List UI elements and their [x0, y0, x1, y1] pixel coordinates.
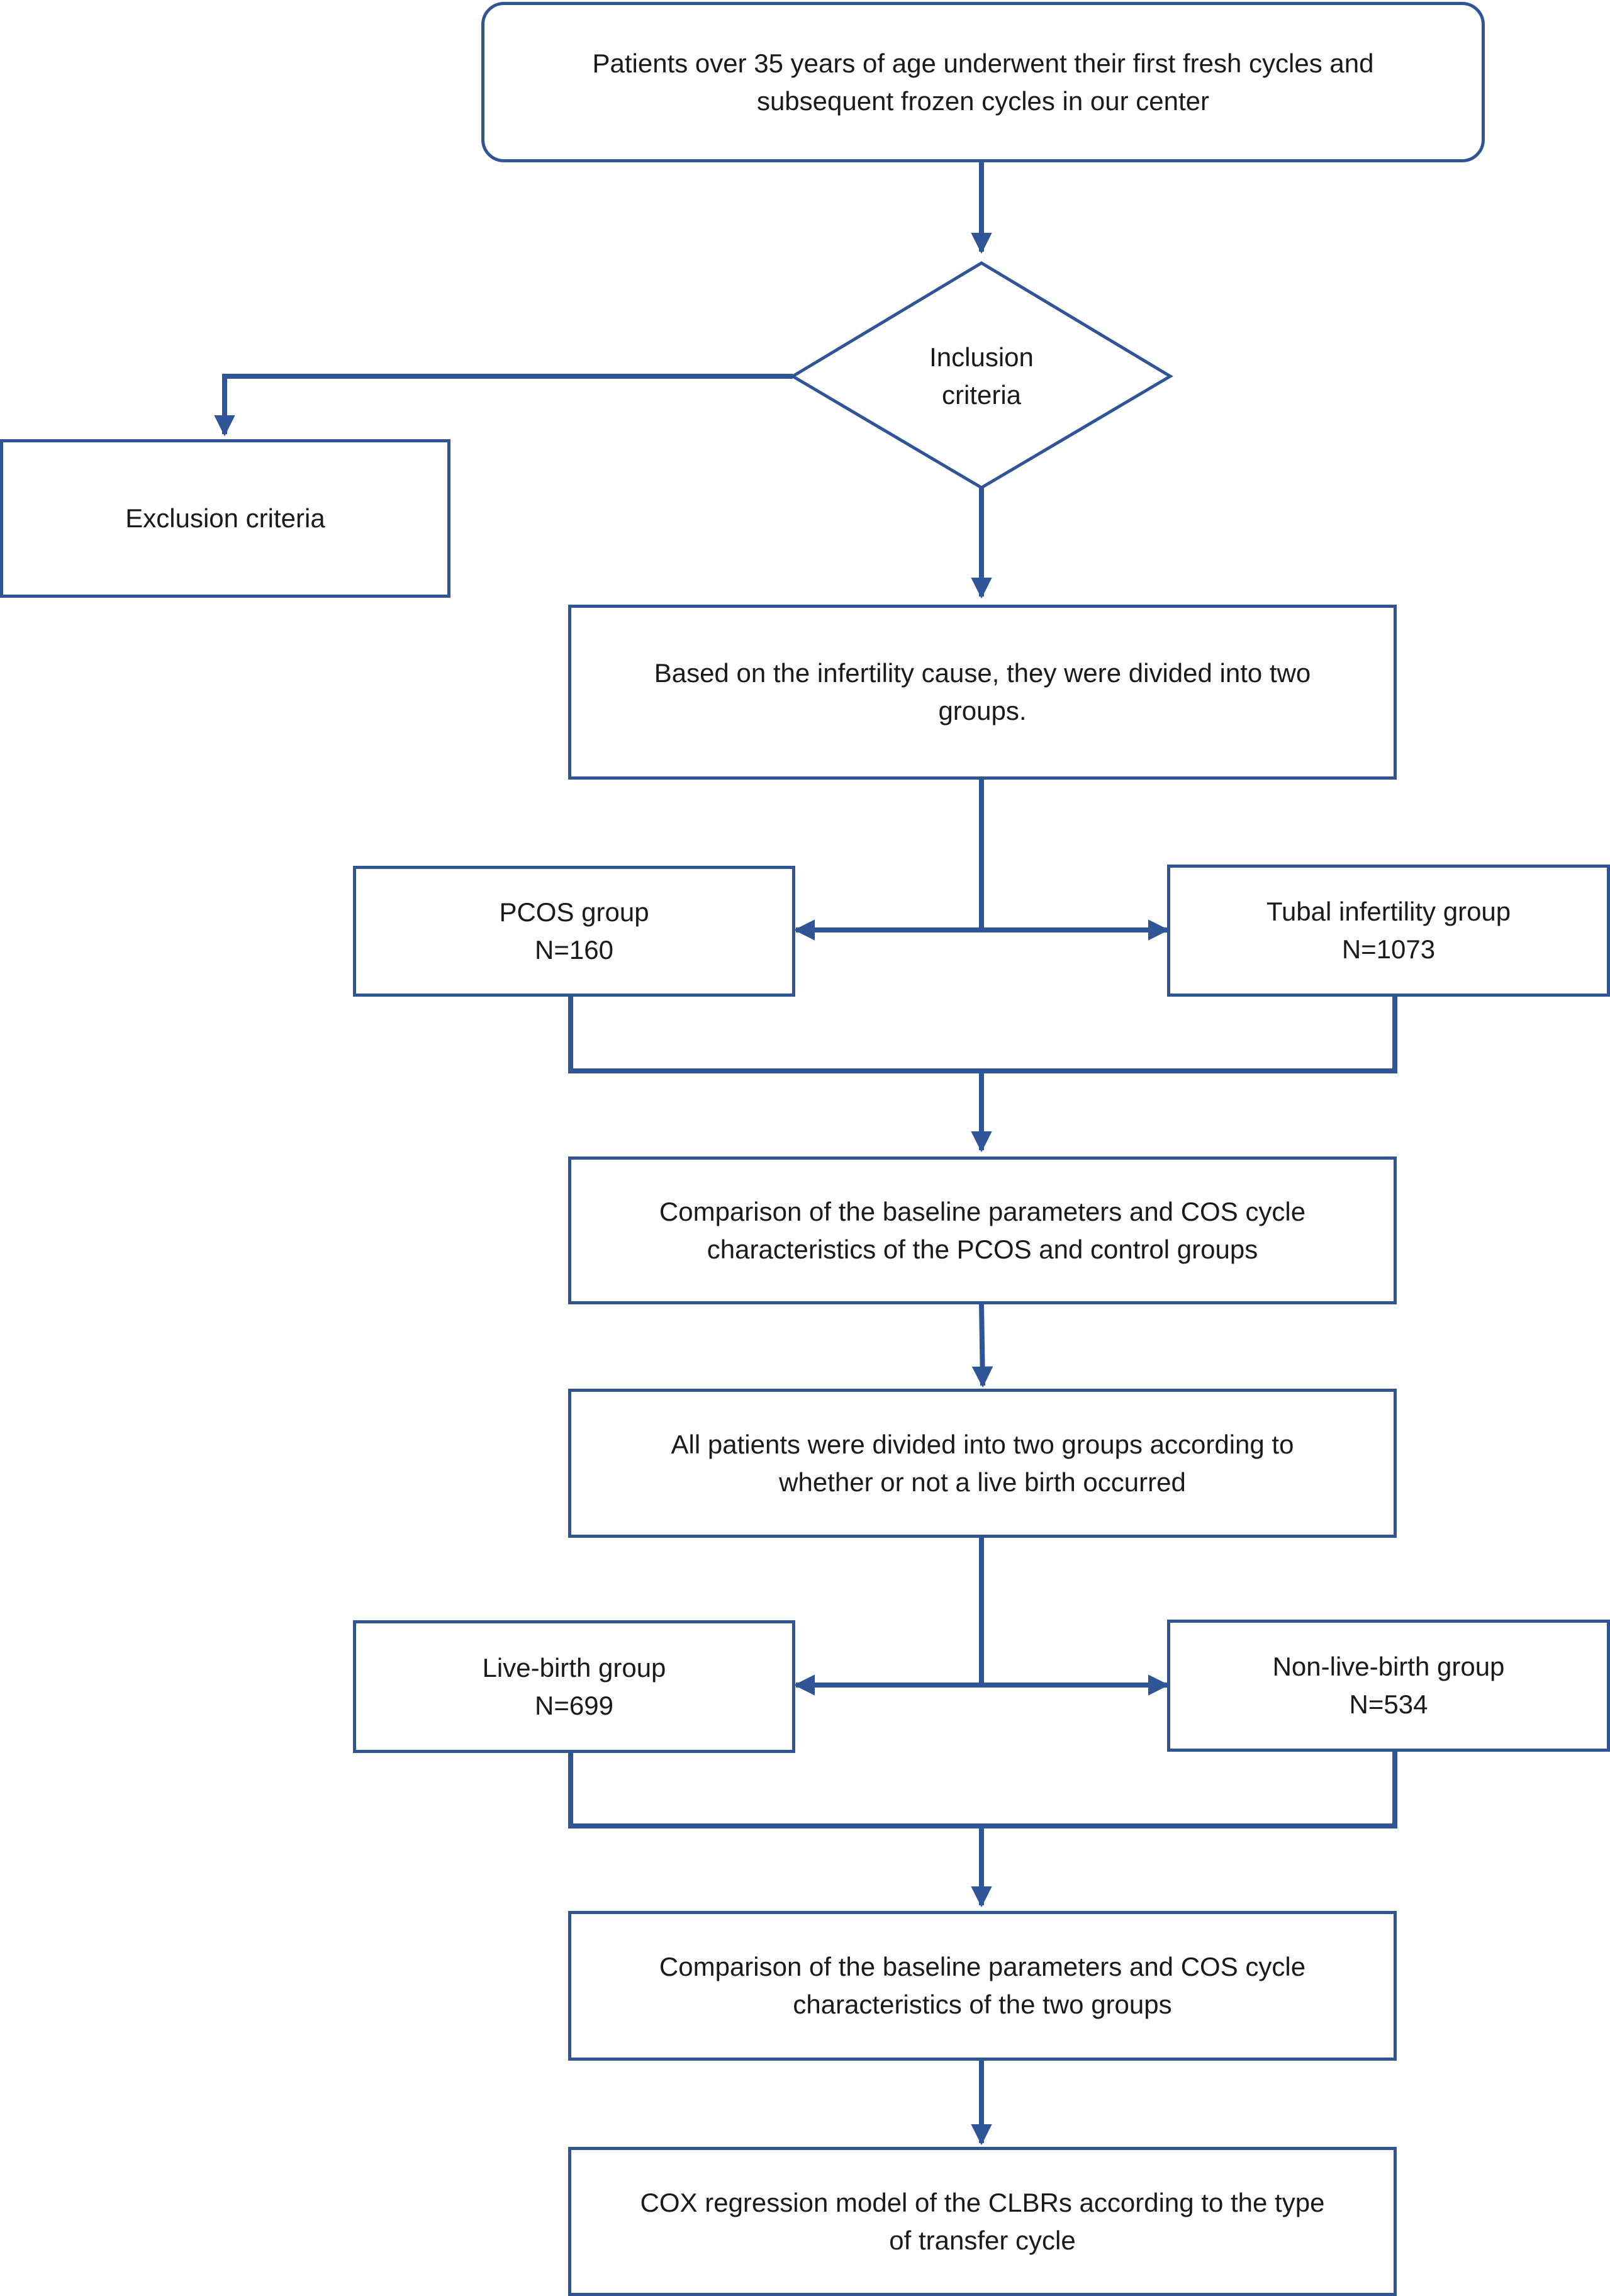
tubal-infertility-group-box: Tubal infertility group N=1073 [1167, 865, 1610, 997]
tubal-count: N=1073 [1341, 934, 1436, 964]
divide-birth-text-line2: whether or not a live birth occurred [779, 1467, 1186, 1497]
compare2-text-line1: Comparison of the baseline parameters an… [659, 1952, 1306, 1981]
compare1-text-line1: Comparison of the baseline parameters an… [659, 1196, 1306, 1226]
cox-text-line1: COX regression model of the CLBRs accord… [640, 2187, 1325, 2217]
tubal-label: Tubal infertility group [1266, 897, 1511, 926]
divide-cause-text-line1: Based on the infertility cause, they wer… [654, 658, 1311, 688]
inclusion-text-line2: criteria [941, 380, 1022, 410]
cox-regression-box: COX regression model of the CLBRs accord… [568, 2147, 1397, 2296]
livebirth-label: Live-birth group [482, 1652, 666, 1683]
compare1-text-line2: characteristics of the PCOS and control … [707, 1234, 1258, 1264]
connector-merge-groups-1 [568, 994, 1397, 1073]
start-box: Patients over 35 years of age underwent … [481, 2, 1485, 162]
divide-by-live-birth-box: All patients were divided into two group… [568, 1389, 1397, 1538]
compare2-text-line2: characteristics of the two groups [793, 1990, 1172, 2019]
cox-text-line2: of transfer cycle [889, 2225, 1076, 2255]
pcos-label: PCOS group [499, 897, 649, 927]
connector-merge-groups-2 [568, 1750, 1397, 1828]
start-text-line2: subsequent frozen cycles in our center [756, 86, 1210, 116]
comparison-two-groups-box: Comparison of the baseline parameters an… [568, 1911, 1397, 2061]
divide-by-cause-box: Based on the infertility cause, they wer… [568, 605, 1397, 780]
pcos-group-box: PCOS group N=160 [353, 866, 795, 997]
divide-birth-text-line1: All patients were divided into two group… [671, 1429, 1294, 1459]
non-live-birth-group-box: Non-live-birth group N=534 [1167, 1620, 1610, 1752]
arrow-compare1-to-divide-birth [971, 1303, 993, 1388]
inclusion-criteria-diamond [790, 261, 1173, 490]
pcos-count: N=160 [535, 935, 613, 965]
livebirth-count: N=699 [535, 1690, 613, 1720]
start-text-line1: Patients over 35 years of age underwent … [592, 48, 1374, 78]
exclusion-criteria-box: Exclusion criteria [0, 439, 450, 598]
exclusion-text: Exclusion criteria [125, 503, 325, 533]
nonlivebirth-label: Non-live-birth group [1272, 1652, 1505, 1681]
divide-cause-text-line2: groups. [938, 696, 1027, 725]
nonlivebirth-count: N=534 [1349, 1689, 1428, 1719]
comparison-pcos-control-box: Comparison of the baseline parameters an… [568, 1156, 1397, 1304]
live-birth-group-box: Live-birth group N=699 [353, 1620, 795, 1753]
inclusion-text-line1: Inclusion [929, 342, 1034, 372]
arrow-inclusion-to-exclusion [214, 374, 793, 437]
inclusion-criteria-label: Inclusion criteria [856, 339, 1107, 414]
